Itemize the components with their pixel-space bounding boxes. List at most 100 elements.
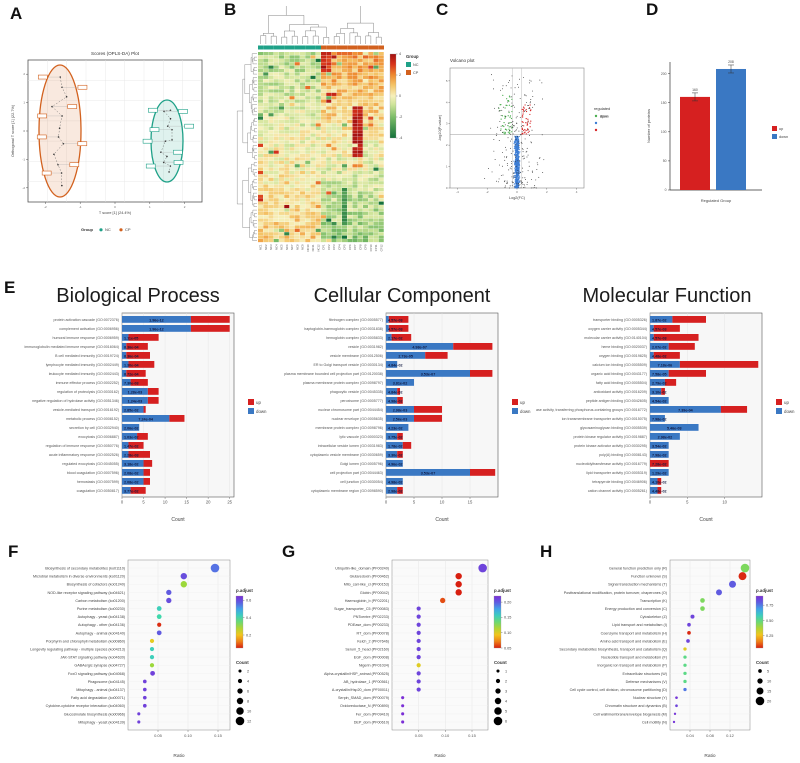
svg-text:Count: Count	[756, 660, 769, 665]
svg-text:CP1: CP1	[322, 244, 326, 250]
svg-text:0: 0	[446, 186, 448, 190]
svg-text:cell junction (GO:0030054): cell junction (GO:0030054)	[340, 480, 383, 484]
svg-text:Haemoglobin_b (PF02201): Haemoglobin_b (PF02201)	[345, 599, 389, 603]
go-mf-chart: transporter binding (GO:0005326)1.87e-02…	[524, 311, 798, 528]
svg-text:molecular carrier activity (GO: molecular carrier activity (GO:0140104)	[584, 336, 647, 340]
svg-text:down: down	[784, 409, 795, 414]
svg-text:NC1: NC1	[259, 244, 263, 250]
svg-text:0.05: 0.05	[154, 733, 163, 738]
svg-text:-2: -2	[399, 115, 402, 119]
go-bp-title: Biological Process	[56, 285, 220, 307]
svg-text:1.29e-02: 1.29e-02	[652, 471, 667, 475]
svg-text:Energy production and conversi: Energy production and conversion (C)	[605, 607, 667, 611]
svg-text:Ratio: Ratio	[704, 753, 716, 759]
svg-text:2: 2	[23, 72, 25, 76]
svg-text:-2: -2	[22, 186, 25, 190]
svg-text:0: 0	[665, 188, 667, 192]
svg-text:Microbial metabolism in divers: Microbial metabolism in diverse environm…	[33, 575, 125, 579]
svg-text:8.36e-04: 8.36e-04	[124, 354, 140, 358]
svg-text:2.08e-02: 2.08e-02	[124, 480, 139, 484]
go-mf-title: Molecular Function	[582, 285, 752, 307]
svg-text:fibrinogen complex (GO:0005577: fibrinogen complex (GO:0005577)	[329, 318, 383, 322]
svg-text:Autophagy - other (ko04136): Autophagy - other (ko04136)	[78, 623, 125, 627]
svg-text:4: 4	[576, 190, 578, 194]
svg-text:GABAergic synapse (ko04727): GABAergic synapse (ko04727)	[74, 664, 125, 668]
svg-text:2.06e-02: 2.06e-02	[124, 426, 139, 430]
svg-text:4: 4	[399, 52, 401, 56]
svg-text:Porphyrin and chlorophyll meta: Porphyrin and chlorophyll metabolism (ko…	[46, 639, 125, 643]
svg-text:ion transmembrane transporter: ion transmembrane transporter activity (…	[562, 417, 647, 421]
svg-text:Mitophagy - yeast (ko04139): Mitophagy - yeast (ko04139)	[78, 720, 125, 724]
svg-text:tetrapyrrole binding (GO:00469: tetrapyrrole binding (GO:0046906)	[592, 480, 647, 484]
svg-text:protein kinase activator activ: protein kinase activator activity (GO:00…	[574, 444, 647, 448]
svg-text:-2: -2	[44, 205, 47, 209]
svg-text:NC: NC	[105, 227, 111, 232]
svg-text:5: 5	[142, 500, 145, 505]
svg-text:poly(A) binding (GO:0008143): poly(A) binding (GO:0008143)	[599, 453, 647, 457]
go-cc-title: Cellular Component	[313, 285, 491, 307]
svg-text:3.77e-02: 3.77e-02	[124, 489, 139, 493]
svg-text:FoxO signaling pathway (ko0406: FoxO signaling pathway (ko04068)	[68, 672, 125, 676]
svg-text:Kelch_2 (PF07646): Kelch_2 (PF07646)	[357, 639, 389, 643]
panel-label-g: G	[282, 542, 296, 561]
svg-text:Nucleotide transport and metab: Nucleotide transport and metabolism (F)	[601, 656, 667, 660]
svg-text:peroxisome (GO:0005777): peroxisome (GO:0005777)	[340, 399, 383, 403]
svg-text:0.10: 0.10	[184, 733, 193, 738]
svg-text:2.56e-03: 2.56e-03	[393, 417, 408, 421]
svg-text:intracellular vesicle lumen (G: intracellular vesicle lumen (GO:0031983)	[318, 444, 383, 448]
svg-text:B cell mediated immunity (GO:0: B cell mediated immunity (GO:0019724)	[55, 354, 119, 358]
svg-text:Fer_dom (PF09410): Fer_dom (PF09410)	[356, 712, 389, 716]
svg-text:0.05: 0.05	[504, 646, 511, 650]
svg-text:4.54e-02: 4.54e-02	[652, 399, 667, 403]
svg-text:Extracellular structures (W): Extracellular structures (W)	[623, 672, 667, 676]
svg-text:4.84e-02: 4.84e-02	[388, 390, 403, 394]
svg-text:NC10: NC10	[306, 244, 310, 252]
svg-text:6: 6	[247, 689, 249, 693]
svg-text:up: up	[779, 127, 783, 131]
svg-text:Count: Count	[171, 517, 185, 523]
go-bp-chart: protein activation cascade (GO:0072376)1…	[8, 311, 268, 528]
svg-text:up: up	[600, 114, 604, 118]
svg-text:15: 15	[468, 500, 473, 505]
panel-f-kegg-dotplot: Biosynthesis of secondary metabolites (k…	[6, 556, 278, 760]
svg-text:CP11: CP11	[374, 244, 378, 251]
svg-text:1.30e-04: 1.30e-04	[124, 363, 140, 367]
svg-text:0.4: 0.4	[246, 616, 251, 620]
svg-text:down: down	[600, 114, 609, 118]
svg-text:nuclear envelope (GO:0005635): nuclear envelope (GO:0005635)	[332, 417, 383, 421]
svg-text:2.85e-02: 2.85e-02	[124, 408, 139, 412]
svg-text:0.2: 0.2	[246, 633, 251, 637]
svg-text:Ratio: Ratio	[173, 753, 185, 759]
svg-text:Oxidoreductase_N (PF00890): Oxidoreductase_N (PF00890)	[340, 704, 389, 708]
svg-text:1.24e-03: 1.24e-03	[128, 399, 143, 403]
svg-text:humoral immune response (GO:00: humoral immune response (GO:0006959)	[52, 336, 119, 340]
svg-text:oxygen carrier activity (GO:00: oxygen carrier activity (GO:0005344)	[588, 327, 647, 331]
svg-text:4.98e-02: 4.98e-02	[388, 480, 403, 484]
panel-g-pfam-dotplot: Ubiquitin-like_domain (PF00240)Glutaredo…	[280, 556, 536, 760]
svg-text:DEP_dom (PF00610): DEP_dom (PF00610)	[354, 720, 389, 724]
svg-text:0.75: 0.75	[766, 603, 773, 607]
svg-text:ER to Golgi transport vesicle: ER to Golgi transport vesicle (GO:003013…	[313, 363, 383, 367]
panel-h-kog-dotplot: General function prediction only (R)Func…	[538, 556, 798, 760]
svg-text:4.57e-03: 4.57e-03	[652, 336, 667, 340]
svg-text:5: 5	[505, 709, 507, 713]
svg-text:2: 2	[505, 679, 507, 683]
svg-text:Longevity regulating pathway -: Longevity regulating pathway - multiple …	[30, 647, 125, 651]
svg-text:Fatty acid degradation (ko0007: Fatty acid degradation (ko00071)	[71, 696, 125, 700]
svg-text:-4: -4	[399, 136, 402, 140]
svg-text:p.adjust: p.adjust	[236, 588, 253, 593]
svg-text:CP7: CP7	[353, 244, 357, 250]
svg-text:200: 200	[661, 72, 667, 76]
svg-text:8.72e-04: 8.72e-04	[124, 372, 140, 376]
svg-text:EGF_dom (PF00008): EGF_dom (PF00008)	[354, 656, 389, 660]
svg-text:metabolic process (GO:0008152): metabolic process (GO:0008152)	[66, 417, 119, 421]
svg-text:transferase activity, transfer: transferase activity, transferring phosp…	[536, 408, 647, 412]
svg-text:2: 2	[446, 143, 448, 147]
svg-text:regulation of immune response: regulation of immune response (GO:005077…	[46, 444, 119, 448]
svg-text:complement activation (GO:0006: complement activation (GO:0006956)	[59, 327, 119, 331]
svg-text:4.48e-02: 4.48e-02	[652, 354, 667, 358]
svg-text:down: down	[256, 409, 267, 414]
svg-text:down: down	[779, 135, 788, 139]
